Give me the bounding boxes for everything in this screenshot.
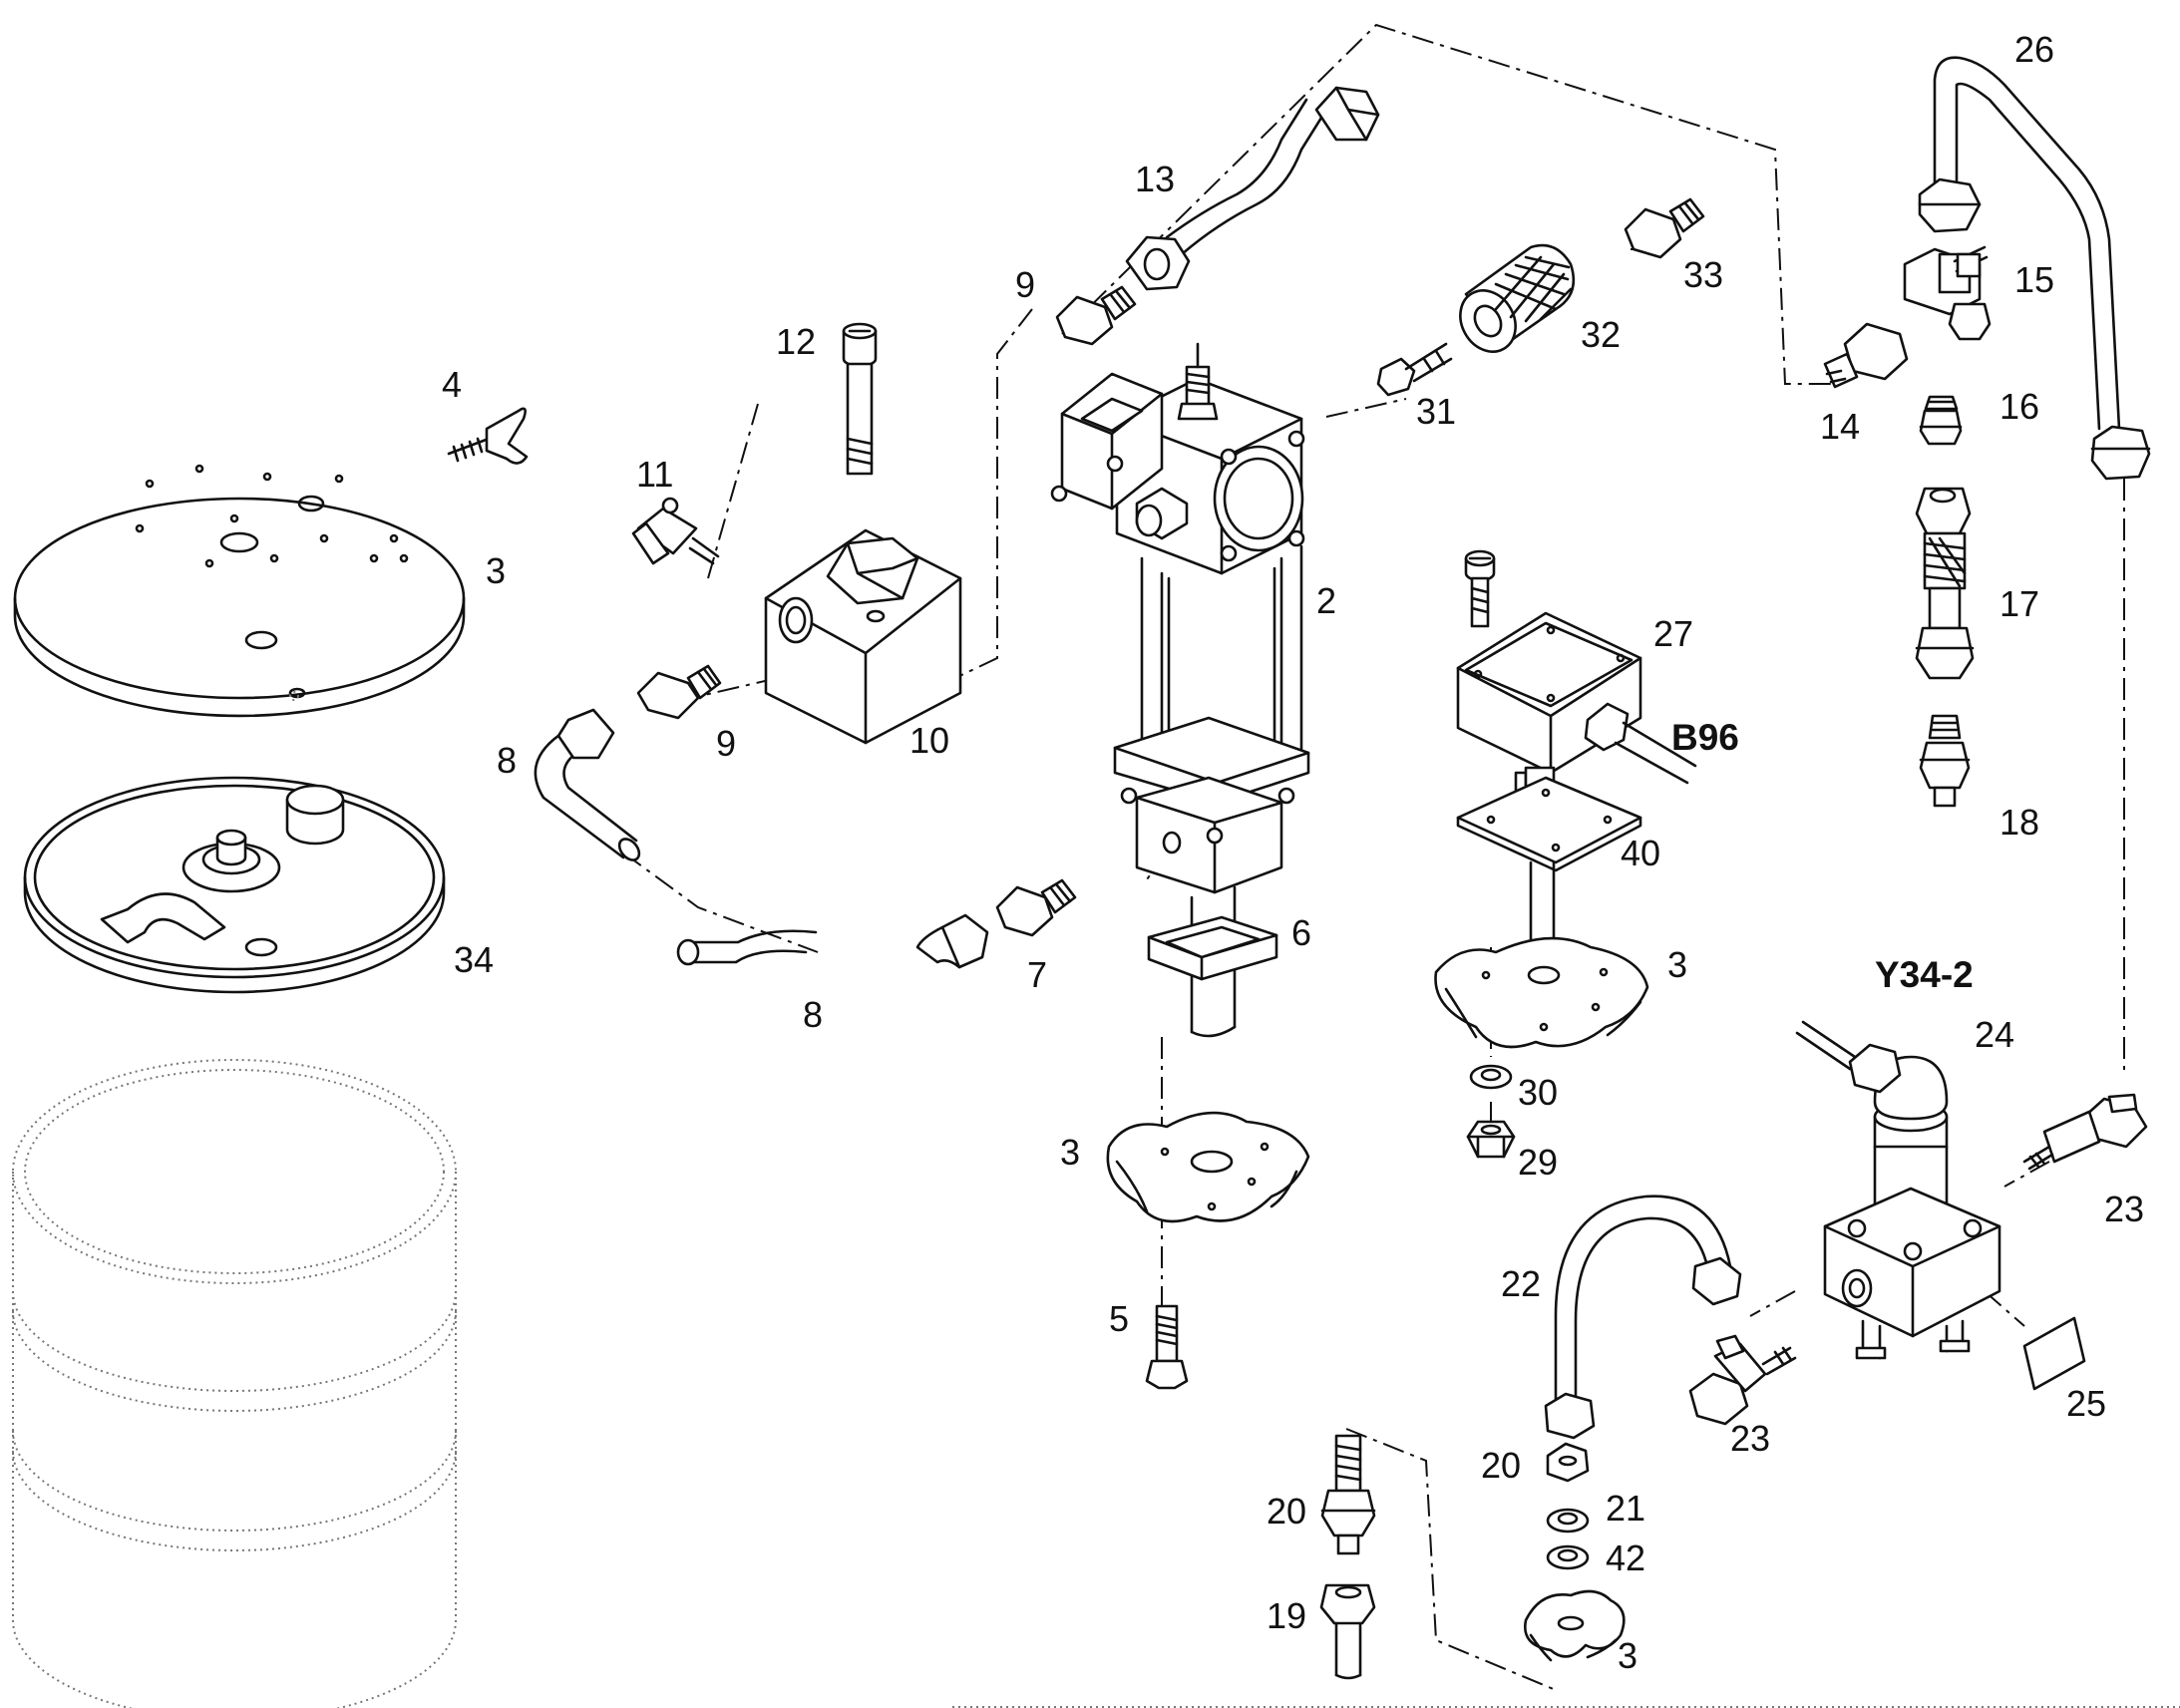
label-21: 21 bbox=[1606, 1488, 1645, 1529]
nipple-part-20 bbox=[1546, 1442, 1590, 1483]
hose-part-8-upper bbox=[534, 708, 641, 861]
valve-body bbox=[1823, 1187, 2001, 1360]
elbow-fitting-part-11 bbox=[631, 497, 720, 565]
mounting-plate-part-3-bottom bbox=[1524, 1589, 1626, 1662]
nipple-part-33 bbox=[1624, 197, 1705, 259]
fitting-part-23-left bbox=[1688, 1334, 1797, 1426]
pipe-part-26 bbox=[1918, 56, 2151, 481]
fitting-part-23-right bbox=[2022, 1093, 2148, 1171]
nipple-part-18 bbox=[1919, 714, 1971, 808]
label-23-left: 23 bbox=[1730, 1418, 1770, 1459]
mounting-plate-part-3-center bbox=[1106, 1111, 1310, 1223]
assembly-lines bbox=[622, 23, 2125, 1691]
label-17: 17 bbox=[1999, 583, 2039, 624]
hose-part-22 bbox=[1544, 1195, 1742, 1440]
label-8-lower: 8 bbox=[803, 994, 823, 1035]
pipe-part-13 bbox=[1125, 86, 1380, 291]
label-11: 11 bbox=[636, 454, 673, 495]
fitting-part-14 bbox=[1823, 322, 1909, 389]
wing-screw-part-4 bbox=[447, 407, 529, 465]
label-7: 7 bbox=[1027, 954, 1047, 995]
label-29: 29 bbox=[1518, 1142, 1558, 1183]
label-3-bottom: 3 bbox=[1618, 1635, 1637, 1676]
lid-part-3 bbox=[13, 464, 466, 718]
nipple-part-16 bbox=[1919, 395, 1963, 446]
filter-part-32 bbox=[1459, 243, 1576, 353]
label-19: 19 bbox=[1267, 1595, 1306, 1636]
fitting-part-31 bbox=[1376, 342, 1453, 397]
code-b96: B96 bbox=[1671, 717, 1739, 758]
wiper-part-6 bbox=[1147, 915, 1278, 981]
nipple-part-7 bbox=[995, 878, 1077, 937]
label-12: 12 bbox=[776, 321, 816, 362]
label-3-right: 3 bbox=[1667, 944, 1687, 985]
sensor-box-part-27 bbox=[1456, 611, 1697, 820]
washer-part-30 bbox=[1469, 1064, 1513, 1090]
label-40: 40 bbox=[1621, 833, 1660, 873]
label-32: 32 bbox=[1581, 314, 1621, 355]
label-4: 4 bbox=[442, 364, 462, 405]
label-34: 34 bbox=[454, 939, 494, 980]
label-14: 14 bbox=[1820, 406, 1860, 447]
label-30: 30 bbox=[1518, 1072, 1558, 1113]
label-2: 2 bbox=[1316, 580, 1336, 621]
washer-part-42 bbox=[1546, 1544, 1590, 1570]
label-9-upper: 9 bbox=[1015, 264, 1035, 305]
label-33: 33 bbox=[1683, 254, 1723, 295]
label-22: 22 bbox=[1501, 1263, 1541, 1304]
label-16: 16 bbox=[1999, 386, 2039, 427]
part-labels: 2 3 3 3 3 4 5 6 7 8 8 9 9 10 11 12 13 14… bbox=[442, 29, 2144, 1676]
label-3-center: 3 bbox=[1060, 1132, 1080, 1173]
label-20-right: 20 bbox=[1481, 1445, 1521, 1486]
label-3-lid: 3 bbox=[486, 550, 506, 591]
nipple-part-9a bbox=[636, 664, 722, 720]
coupling-part-17 bbox=[1915, 487, 1975, 680]
mounting-plate-part-3-right bbox=[1434, 936, 1649, 1049]
pump-part-2 bbox=[1050, 342, 1310, 1038]
label-20-left: 20 bbox=[1267, 1491, 1306, 1532]
label-10: 10 bbox=[909, 720, 949, 761]
fitting-part-19 bbox=[1319, 1583, 1376, 1680]
nut-part-29 bbox=[1466, 1120, 1516, 1159]
label-42: 42 bbox=[1606, 1537, 1645, 1578]
screw-part-5 bbox=[1145, 1304, 1189, 1390]
label-25: 25 bbox=[2066, 1383, 2106, 1424]
drum-outline bbox=[12, 1059, 457, 1708]
tee-fitting-part-15 bbox=[1903, 245, 1992, 341]
label-27: 27 bbox=[1653, 613, 1693, 654]
label-31: 31 bbox=[1416, 391, 1456, 432]
washer-part-21 bbox=[1546, 1508, 1590, 1534]
hose-part-8-lower bbox=[676, 913, 989, 969]
label-15: 15 bbox=[2014, 259, 2054, 300]
code-y34-2: Y34-2 bbox=[1875, 954, 1974, 995]
label-24: 24 bbox=[1975, 1014, 2014, 1055]
screw-small bbox=[1464, 549, 1496, 628]
label-23-right: 23 bbox=[2104, 1189, 2144, 1229]
label-13: 13 bbox=[1135, 159, 1175, 199]
nipple-part-9b bbox=[1055, 285, 1137, 346]
label-18: 18 bbox=[1999, 802, 2039, 843]
label-9-lower: 9 bbox=[716, 723, 736, 764]
nipple-part-20-lower bbox=[1320, 1434, 1376, 1555]
label-6: 6 bbox=[1291, 912, 1311, 953]
valve-block-part-10 bbox=[764, 528, 962, 745]
label-26: 26 bbox=[2014, 29, 2054, 70]
label-plate-part-25 bbox=[2022, 1316, 2086, 1391]
label-8-upper: 8 bbox=[497, 740, 517, 781]
label-5: 5 bbox=[1109, 1298, 1129, 1339]
screw-part-12 bbox=[842, 322, 878, 476]
follower-plate-part-34 bbox=[23, 776, 446, 994]
